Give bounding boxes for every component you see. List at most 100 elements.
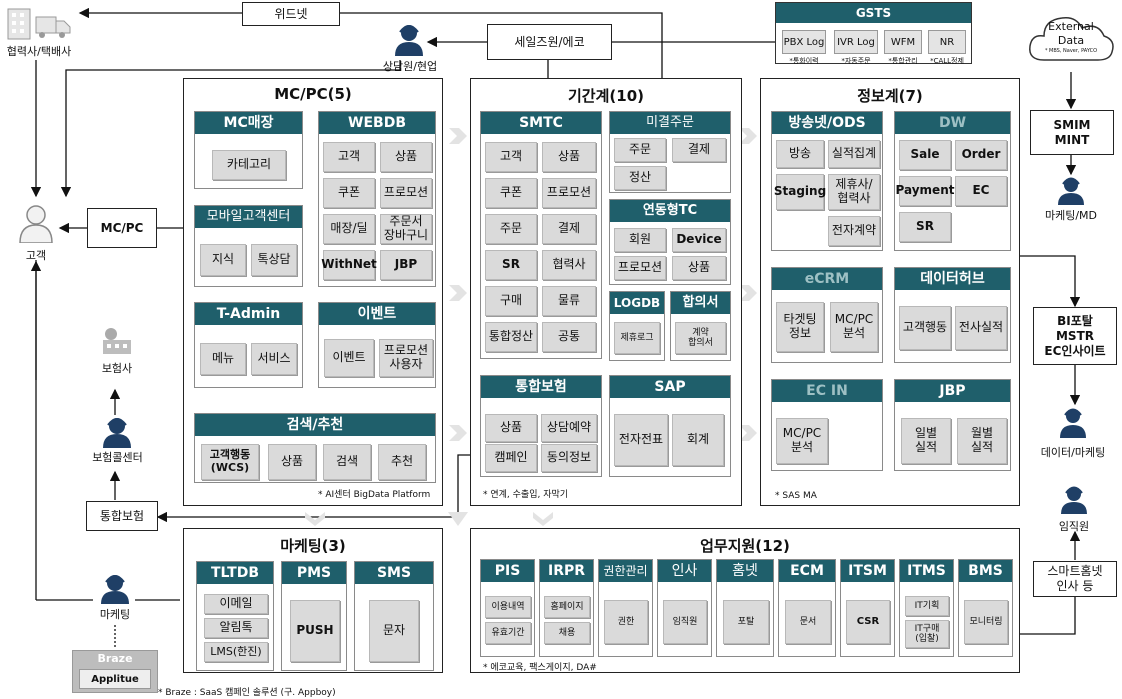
dw-module[interactable]: DW Sale Order Payment EC SR: [894, 111, 1011, 251]
webdb-item[interactable]: 쿠폰: [323, 178, 375, 208]
ods-item[interactable]: 방송: [776, 140, 824, 168]
ods-item[interactable]: 실적집계: [828, 140, 880, 168]
dw-item[interactable]: Payment: [896, 176, 954, 206]
dw-item[interactable]: Sale: [899, 140, 951, 170]
datahub-item[interactable]: 전사실적: [955, 306, 1007, 350]
tltdb-item[interactable]: 알림톡: [204, 618, 268, 638]
event-item[interactable]: 프로모션 사용자: [379, 339, 433, 377]
linked-tc-item[interactable]: 회원: [614, 228, 666, 252]
support-module-homenet[interactable]: 홈넷 포탈: [716, 559, 774, 657]
tadmin-item[interactable]: 메뉴: [200, 343, 246, 375]
insurance-item[interactable]: 상담예약: [541, 414, 597, 442]
ods-module[interactable]: 방송넷/ODS 방송 실적집계 Staging 제휴사/ 협력사 전자계약: [771, 111, 883, 251]
support-module-hr[interactable]: 인사 임직원: [657, 559, 712, 657]
support-module-bms[interactable]: BMS 모니터링: [958, 559, 1013, 657]
ecrm-item[interactable]: 타겟팅 정보: [776, 302, 824, 352]
jbp-item[interactable]: 일별 실적: [901, 418, 951, 464]
logdb-module[interactable]: LOGDB 제휴로그: [609, 291, 665, 361]
widenet-node[interactable]: 위드넷: [242, 2, 340, 26]
sms-item[interactable]: 문자: [369, 600, 419, 662]
search-item[interactable]: 검색: [323, 444, 371, 480]
itms-item[interactable]: IT구매 (입찰): [905, 620, 949, 648]
smtc-item[interactable]: 구매: [485, 286, 537, 316]
insurance-item[interactable]: 상품: [485, 414, 537, 442]
mc-store-category[interactable]: 카테고리: [212, 150, 286, 180]
ecm-item[interactable]: 문서: [785, 600, 831, 644]
ecin-item[interactable]: MC/PC 분석: [776, 418, 828, 464]
homenet-item[interactable]: 포탈: [723, 600, 769, 644]
dw-item[interactable]: EC: [955, 176, 1007, 206]
linked-tc-item[interactable]: 상품: [672, 256, 726, 280]
search-module[interactable]: 검색/추천 고객행동 (WCS) 상품 검색 추천: [194, 413, 436, 483]
unsettled-order-module[interactable]: 미결주문 주문 결제 정산: [609, 111, 731, 193]
smtc-item[interactable]: 프로모션: [542, 178, 596, 208]
dw-item[interactable]: SR: [899, 212, 951, 242]
support-module-pis[interactable]: PIS 이용내역 유효기간: [480, 559, 535, 657]
ods-item[interactable]: 제휴사/ 협력사: [828, 174, 880, 210]
ecrm-module[interactable]: eCRM 타겟팅 정보 MC/PC 분석: [771, 267, 883, 363]
webdb-item[interactable]: WithNet: [321, 250, 377, 280]
insurance-item[interactable]: 캠페인: [485, 444, 537, 472]
irpr-item[interactable]: 홈페이지: [544, 596, 590, 618]
tadmin-item[interactable]: 서비스: [251, 343, 297, 375]
support-module-itsm[interactable]: ITSM CSR: [840, 559, 895, 657]
gsts-ivr-log[interactable]: IVR Log: [834, 30, 878, 54]
smtc-item[interactable]: 고객: [485, 142, 537, 172]
braze-box[interactable]: Braze Applitue: [72, 650, 158, 693]
itms-item[interactable]: IT기획: [905, 596, 949, 616]
insurance-module[interactable]: 통합보험 상품 상담예약 캠페인 동의정보: [480, 375, 602, 477]
webdb-module[interactable]: WEBDB 고객 상품 쿠폰 프로모션 매장/딜 주문서 장바구니 WithNe…: [318, 111, 436, 287]
gsts-nr[interactable]: NR: [928, 30, 966, 54]
webdb-item[interactable]: 프로모션: [380, 178, 432, 208]
agreement-item[interactable]: 계약 합의서: [675, 322, 726, 354]
gsts-wfm[interactable]: WFM: [884, 30, 922, 54]
support-module-itms[interactable]: ITMS IT기획 IT구매 (입찰): [899, 559, 954, 657]
smart-homenet-node[interactable]: 스마트홈넷 인사 등: [1033, 561, 1117, 597]
itsm-item[interactable]: CSR: [846, 600, 890, 644]
smim-mint-node[interactable]: SMIM MINT: [1030, 110, 1114, 155]
smtc-item[interactable]: 주문: [485, 214, 537, 244]
mobile-cc-item[interactable]: 톡상담: [251, 244, 297, 276]
search-item[interactable]: 고객행동 (WCS): [201, 444, 259, 480]
sms-module[interactable]: SMS 문자: [354, 561, 434, 671]
support-module-irpr[interactable]: IRPR 홈페이지 채용: [539, 559, 594, 657]
pis-item[interactable]: 이용내역: [485, 596, 531, 618]
dw-item[interactable]: Order: [955, 140, 1007, 170]
pms-item[interactable]: PUSH: [290, 600, 340, 662]
pms-module[interactable]: PMS PUSH: [281, 561, 347, 671]
webdb-item[interactable]: 고객: [323, 142, 375, 172]
hr-item[interactable]: 임직원: [663, 600, 707, 644]
smtc-item[interactable]: 쿠폰: [485, 178, 537, 208]
tltdb-module[interactable]: TLTDB 이메일 알림톡 LMS(한진): [196, 561, 274, 671]
smtc-item[interactable]: 공통: [542, 322, 596, 352]
linked-tc-item[interactable]: Device: [672, 228, 726, 252]
tltdb-item[interactable]: LMS(한진): [204, 642, 268, 662]
sales-echo-node[interactable]: 세일즈원/에코: [487, 24, 612, 60]
ecin-module[interactable]: EC IN MC/PC 분석: [771, 379, 883, 471]
tadmin-module[interactable]: T-Admin 메뉴 서비스: [194, 302, 303, 388]
agreement-module[interactable]: 합의서 계약 합의서: [670, 291, 731, 361]
bi-portal-node[interactable]: BI포탈 MSTR EC인사이트: [1033, 307, 1117, 365]
smtc-item[interactable]: 협력사: [542, 250, 596, 280]
smtc-item[interactable]: 상품: [542, 142, 596, 172]
logdb-item[interactable]: 제휴로그: [614, 322, 660, 354]
search-item[interactable]: 상품: [268, 444, 316, 480]
tltdb-item[interactable]: 이메일: [204, 594, 268, 614]
ods-item[interactable]: Staging: [774, 174, 826, 210]
linked-tc-item[interactable]: 프로모션: [614, 256, 666, 280]
mobile-cc-item[interactable]: 지식: [200, 244, 246, 276]
smtc-item[interactable]: 물류: [542, 286, 596, 316]
integrated-insurance-node[interactable]: 통합보험: [86, 501, 158, 531]
smtc-item[interactable]: 통합정산: [485, 322, 537, 352]
pis-item[interactable]: 유효기간: [485, 622, 531, 644]
support-module-auth[interactable]: 권한관리 권한: [598, 559, 653, 657]
linked-tc-module[interactable]: 연동형TC 회원 Device 프로모션 상품: [609, 199, 731, 285]
ods-item[interactable]: 전자계약: [828, 216, 880, 246]
unsettled-order-item[interactable]: 주문: [614, 138, 666, 162]
applitue-cell[interactable]: Applitue: [79, 669, 151, 689]
irpr-item[interactable]: 채용: [544, 622, 590, 644]
sap-item[interactable]: 전자전표: [614, 414, 668, 466]
datahub-module[interactable]: 데이터허브 고객행동 전사실적: [894, 267, 1011, 363]
event-item[interactable]: 이벤트: [324, 339, 374, 377]
smtc-module[interactable]: SMTC 고객 상품 쿠폰 프로모션 주문 결제 SR 협력사 구매 물류 통합…: [480, 111, 602, 359]
